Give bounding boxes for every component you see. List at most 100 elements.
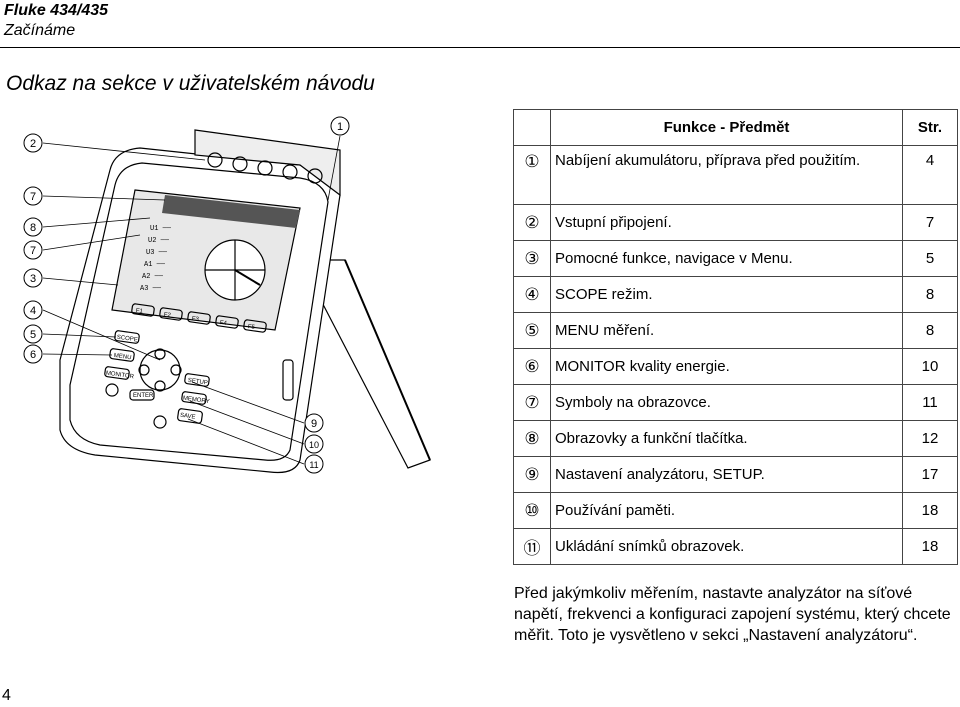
row-subject: Používání paměti. [550, 492, 903, 529]
row-subject: MONITOR kvality energie. [550, 348, 903, 385]
row-page: 10 [902, 348, 958, 385]
svg-text:SAVE: SAVE [180, 413, 196, 421]
input-jack [307, 168, 323, 184]
f4-key [215, 315, 239, 329]
row-number: ⑤ [513, 312, 551, 349]
svg-text:MENU: MENU [113, 353, 131, 361]
callout-1: 1 [337, 121, 343, 133]
table-row: ② Vstupní připojení. 7 [513, 204, 958, 241]
row-page: 18 [902, 492, 958, 529]
row-subject: Vstupní připojení. [550, 204, 903, 241]
row-subject: Nastavení analyzátoru, SETUP. [550, 456, 903, 493]
callout-4: 4 [30, 305, 36, 317]
document-title: Fluke 434/435 [4, 2, 109, 19]
header-rule [0, 47, 960, 48]
row-page: 8 [902, 276, 958, 313]
setup-key [184, 373, 210, 387]
svg-text:ENTER: ENTER [133, 393, 154, 399]
svg-text:A2 ──: A2 ── [142, 273, 164, 281]
f1-key [131, 303, 155, 317]
row-number: ⑩ [513, 492, 551, 529]
svg-text:SCOPE: SCOPE [116, 335, 138, 344]
callout-9: 9 [311, 418, 317, 430]
svg-text:U3 ──: U3 ── [146, 249, 168, 257]
page-number: 4 [2, 687, 11, 704]
input-jack [232, 156, 248, 172]
svg-text:A1 ──: A1 ── [144, 261, 166, 269]
save-screen-key [177, 408, 203, 424]
row-subject: Nabíjení akumulátoru, příprava před použ… [550, 145, 903, 205]
table-row: ① Nabíjení akumulátoru, příprava před po… [513, 145, 958, 205]
table-header-row: Funkce - Předmět Str. [513, 109, 958, 146]
row-subject: SCOPE režim. [550, 276, 903, 313]
callout-8: 8 [30, 222, 36, 234]
table-row: ⑦ Symboly na obrazovce. 11 [513, 384, 958, 421]
row-page: 12 [902, 420, 958, 457]
section-reference-table: Funkce - Předmět Str. ① Nabíjení akumulá… [513, 109, 958, 565]
row-number: ⑨ [513, 456, 551, 493]
table-row: ⑤ MENU měření. 8 [513, 312, 958, 349]
table-row: ⑥ MONITOR kvality energie. 10 [513, 348, 958, 385]
row-page: 5 [902, 240, 958, 277]
row-number: ④ [513, 276, 551, 313]
f2-key [159, 307, 183, 321]
row-page: 11 [902, 384, 958, 421]
power-key [105, 383, 119, 397]
top-bumper [194, 129, 341, 197]
table-row: ③ Pomocné funkce, navigace v Menu. 5 [513, 240, 958, 277]
callout-11: 11 [309, 460, 318, 470]
row-number: ⑦ [513, 384, 551, 421]
svg-text:F4: F4 [219, 320, 227, 327]
table-row: ⑨ Nastavení analyzátoru, SETUP. 17 [513, 456, 958, 493]
row-page: 4 [902, 145, 958, 205]
column-header-page: Str. [902, 109, 958, 146]
svg-text:F3: F3 [191, 316, 199, 323]
row-number: ⑧ [513, 420, 551, 457]
f3-key [187, 311, 211, 325]
f5-key [243, 319, 267, 333]
callout-7: 7 [30, 191, 36, 203]
callout-6: 6 [30, 349, 36, 361]
monitor-key [104, 366, 130, 380]
scope-key [114, 330, 140, 344]
table-row: ⑩ Používání paměti. 18 [513, 492, 958, 529]
input-jack [207, 152, 223, 168]
enter-key [129, 389, 155, 401]
row-page: 17 [902, 456, 958, 493]
svg-text:A3 ──: A3 ── [140, 285, 162, 293]
row-number: ⑥ [513, 348, 551, 385]
svg-text:F1: F1 [135, 308, 143, 315]
svg-text:F2: F2 [163, 312, 171, 319]
row-subject: Ukládání snímků obrazovek. [550, 528, 903, 565]
row-page: 18 [902, 528, 958, 565]
setup-note: Před jakýmkoliv měřením, nastavte analyz… [514, 585, 951, 644]
row-number: ③ [513, 240, 551, 277]
svg-text:U1 ──: U1 ── [150, 225, 172, 233]
row-subject: Pomocné funkce, navigace v Menu. [550, 240, 903, 277]
analyzer-illustration: U1 ── U2 ── U3 ── A1 ── A2 ── A3 ── [23, 116, 431, 474]
side-connector [282, 359, 294, 401]
backlight-key [153, 415, 167, 429]
display-screen [111, 189, 301, 331]
row-subject: MENU měření. [550, 312, 903, 349]
svg-text:MEMORY: MEMORY [182, 395, 209, 405]
callout-7b: 7 [30, 245, 36, 257]
memory-key [181, 391, 207, 405]
arrow-pad [139, 349, 181, 391]
svg-text:F5: F5 [247, 324, 255, 331]
callout-10: 10 [309, 440, 319, 450]
row-page: 7 [902, 204, 958, 241]
row-number: ① [513, 145, 551, 205]
input-jack [257, 160, 273, 176]
row-number: ⑪ [513, 528, 551, 565]
svg-text:MONITOR: MONITOR [105, 370, 134, 380]
svg-text:U2 ──: U2 ── [148, 237, 170, 245]
row-number: ② [513, 204, 551, 241]
row-page: 8 [902, 312, 958, 349]
table-row: ⑧ Obrazovky a funkční tlačítka. 12 [513, 420, 958, 457]
table-row: ⑪ Ukládání snímků obrazovek. 18 [513, 528, 958, 565]
input-jack [282, 164, 298, 180]
column-header-subject: Funkce - Předmět [550, 109, 903, 146]
section-title: Odkaz na sekce v uživatelském návodu [6, 72, 375, 95]
document-subtitle: Začínáme [4, 22, 76, 39]
